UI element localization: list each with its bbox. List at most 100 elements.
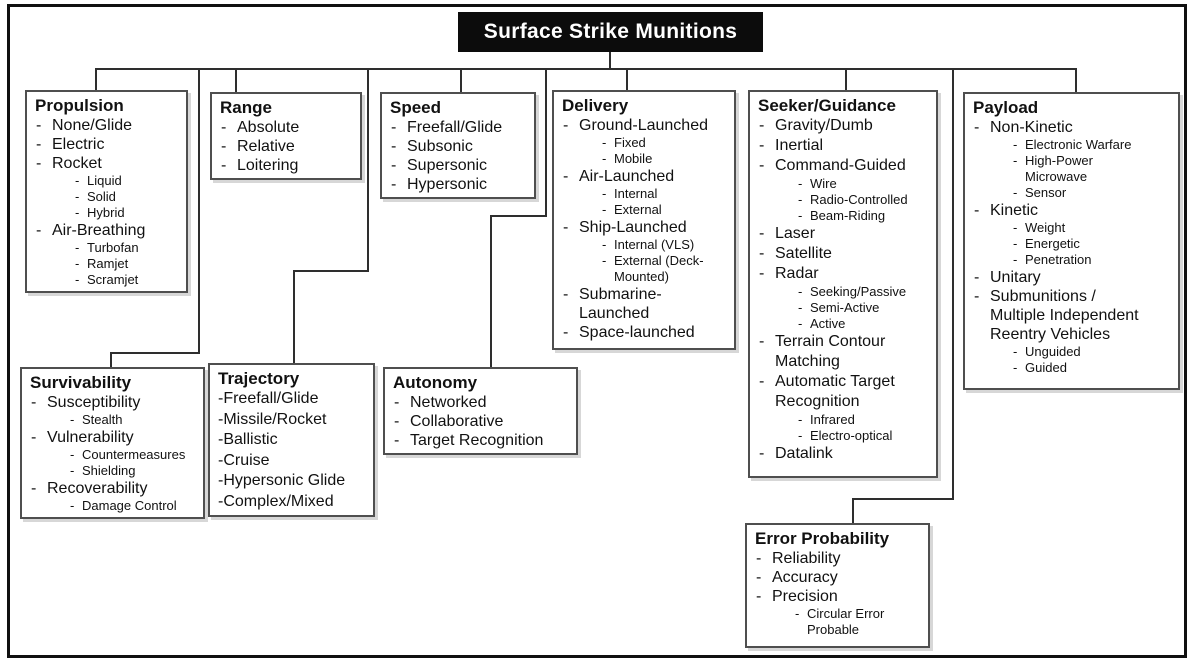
sub-list-item-label: Turbofan xyxy=(87,240,139,255)
dash-bullet: - xyxy=(31,429,37,446)
sub-list-item-label: Solid xyxy=(87,189,116,204)
box-title: Survivability xyxy=(30,373,132,392)
sub-list-item: -External (Deck-Mounted) xyxy=(602,253,730,285)
box-speed: Speed -Freefall/Glide-Subsonic-Supersoni… xyxy=(380,92,536,199)
sub-list-item-label: Hybrid xyxy=(87,205,125,220)
dash-bullet: - xyxy=(602,253,607,268)
dash-bullet: - xyxy=(36,117,42,134)
dash-bullet: - xyxy=(759,333,765,350)
list-item: -Supersonic xyxy=(382,156,530,175)
sub-list-item: -Guided xyxy=(1013,360,1174,376)
connector-range xyxy=(235,68,237,92)
list-item: -Ground-Launched xyxy=(554,116,730,135)
dash-bullet: - xyxy=(602,135,607,150)
connector-error-probability xyxy=(852,498,854,523)
list-item-label: Hypersonic xyxy=(407,176,488,193)
dash-bullet: - xyxy=(1013,252,1018,267)
list-item: -Vulnerability xyxy=(22,428,199,447)
sub-list-item: -Shielding xyxy=(70,463,199,479)
list-item-label: Submunitions / Multiple Independent Reen… xyxy=(990,288,1139,343)
sub-list-item-label: Infrared xyxy=(810,412,855,427)
dash-bullet: - xyxy=(218,410,224,428)
dash-bullet: - xyxy=(563,117,569,134)
dash-bullet: - xyxy=(798,208,803,223)
list-item: -Collaborative xyxy=(385,412,572,431)
dash-bullet: - xyxy=(563,168,569,185)
list-item: -Complex/Mixed xyxy=(210,492,369,513)
dash-bullet: - xyxy=(218,451,224,469)
box-title: Range xyxy=(220,98,272,117)
dash-bullet: - xyxy=(31,480,37,497)
dash-bullet: - xyxy=(759,445,765,462)
dash-bullet: - xyxy=(798,192,803,207)
list-item-label: Satellite xyxy=(775,245,832,262)
sub-list-item: -Wire xyxy=(798,176,932,192)
sub-list-item-label: Unguided xyxy=(1025,344,1081,359)
sub-list-item: -Stealth xyxy=(70,412,199,428)
dash-bullet: - xyxy=(798,412,803,427)
dash-bullet: - xyxy=(602,202,607,217)
list-item-label: Freefall/Glide xyxy=(223,390,319,407)
dash-bullet: - xyxy=(218,431,224,448)
list-item-label: Target Recognition xyxy=(410,432,544,449)
sub-list-item: -Hybrid xyxy=(75,205,182,221)
list-item: -Freefall/Glide xyxy=(382,118,530,137)
list-item-label: Non-Kinetic xyxy=(990,119,1073,136)
dash-bullet: - xyxy=(75,205,80,220)
box-delivery: Delivery -Ground-Launched-Fixed-Mobile-A… xyxy=(552,90,736,350)
connector-survivability xyxy=(110,352,112,367)
list-item: -Space-launched xyxy=(554,323,730,342)
dash-bullet: - xyxy=(795,606,800,621)
list-item-label: Rocket xyxy=(52,155,102,172)
connector-autonomy xyxy=(545,68,547,217)
list-item-label: Ground-Launched xyxy=(579,117,708,134)
connector-autonomy xyxy=(490,215,492,367)
sub-list-item: -Beam-Riding xyxy=(798,208,932,224)
connector-autonomy xyxy=(490,215,547,217)
connector-error-probability xyxy=(852,498,954,500)
list-item-label: Kinetic xyxy=(990,202,1039,219)
sub-list-item: -Energetic xyxy=(1013,236,1174,252)
dash-bullet: - xyxy=(391,138,397,155)
dash-bullet: - xyxy=(218,390,224,407)
box-items: -Gravity/Dumb-Inertial-Command-Guided-Wi… xyxy=(750,116,932,464)
sub-list-item: -External xyxy=(602,202,730,218)
sub-list-item: -Infrared xyxy=(798,412,932,428)
list-item-label: Command-Guided xyxy=(775,157,906,174)
dash-bullet: - xyxy=(759,137,765,154)
dash-bullet: - xyxy=(394,413,400,430)
list-item: -Cruise xyxy=(210,451,369,472)
sub-list-item-label: Electro-optical xyxy=(810,428,893,443)
box-title: Propulsion xyxy=(35,96,124,115)
connector-trajectory xyxy=(367,68,369,272)
sub-list-item-label: Semi-Active xyxy=(810,300,880,315)
box-items: -None/Glide-Electric-Rocket-Liquid-Solid… xyxy=(27,116,182,288)
list-item-label: Complex/Mixed xyxy=(223,492,334,510)
connector-bus xyxy=(95,68,1077,70)
box-seeker-guidance: Seeker/Guidance -Gravity/Dumb-Inertial-C… xyxy=(748,90,938,478)
sub-list-item: -High-Power Microwave xyxy=(1013,153,1174,185)
dash-bullet: - xyxy=(391,176,397,193)
list-item: -Ship-Launched xyxy=(554,218,730,237)
box-items: -Susceptibility-Stealth-Vulnerability-Co… xyxy=(22,393,199,514)
sub-list-item: -Unguided xyxy=(1013,344,1174,360)
dash-bullet: - xyxy=(602,151,607,166)
dash-bullet: - xyxy=(394,394,400,411)
dash-bullet: - xyxy=(759,157,765,174)
sub-list-item-label: Mobile xyxy=(614,151,653,166)
dash-bullet: - xyxy=(70,463,75,478)
box-title: Delivery xyxy=(562,96,629,115)
list-item-label: Air-Launched xyxy=(579,168,675,185)
sub-list-item-label: Active xyxy=(810,316,846,331)
list-item-label: Recoverability xyxy=(47,480,148,497)
list-item-label: Precision xyxy=(772,588,838,605)
dash-bullet: - xyxy=(36,155,42,172)
dash-bullet: - xyxy=(75,240,80,255)
sub-list-item: -Turbofan xyxy=(75,240,182,256)
list-item-label: Relative xyxy=(237,138,295,155)
sub-list-item-label: Electronic Warfare xyxy=(1025,137,1132,152)
box-title: Trajectory xyxy=(218,369,300,388)
dash-bullet: - xyxy=(221,157,227,174)
list-item-label: Accuracy xyxy=(772,569,838,586)
sub-list-item: -Fixed xyxy=(602,135,730,151)
